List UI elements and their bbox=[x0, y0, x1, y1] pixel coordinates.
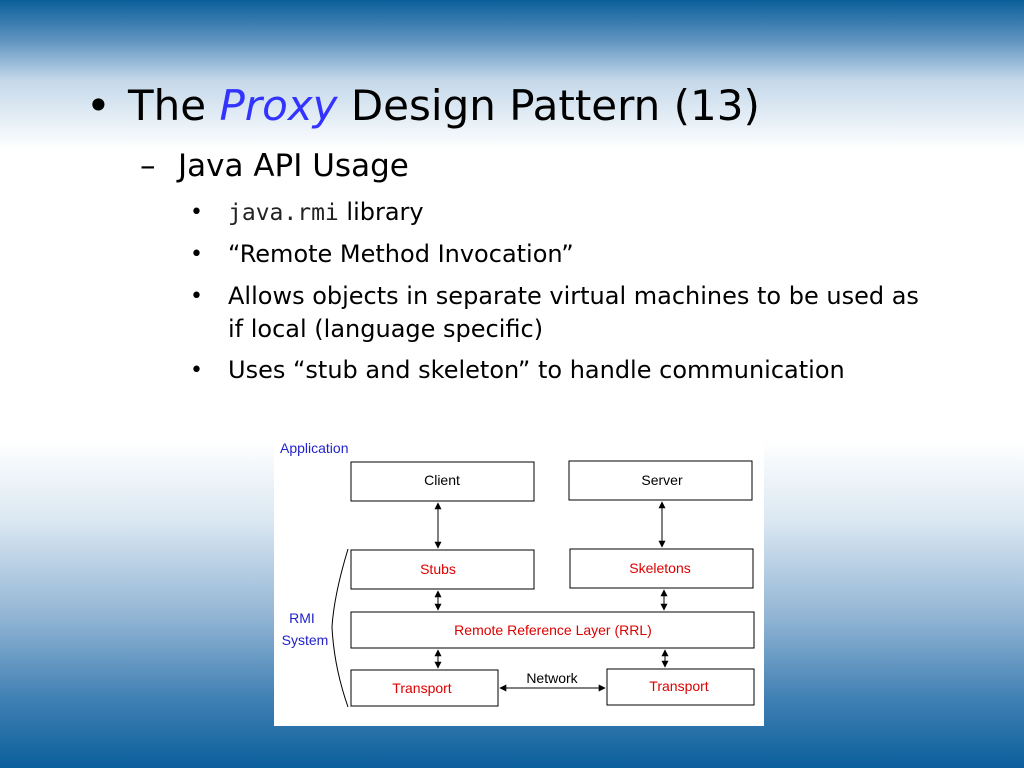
rmi-bracket bbox=[331, 548, 349, 708]
bullet-text-4: Uses “stub and skeleton” to handle commu… bbox=[228, 356, 845, 384]
rmi-diagram: Application Client Server Stubs Skeleton… bbox=[274, 427, 764, 726]
stubs-box bbox=[350, 549, 535, 590]
skeletons-label: Skeletons bbox=[629, 560, 690, 576]
bullet-1-rest: library bbox=[338, 198, 424, 226]
bullet-dot: • bbox=[190, 242, 203, 267]
transport-right-box bbox=[606, 668, 755, 706]
server-label: Server bbox=[641, 472, 683, 488]
title-prefix: The bbox=[128, 81, 220, 130]
bullet-dot: • bbox=[190, 200, 203, 225]
title-proxy-word: Proxy bbox=[219, 81, 338, 130]
bullet-dot: • bbox=[190, 284, 203, 309]
client-label: Client bbox=[424, 472, 460, 488]
transport-left-box bbox=[350, 669, 499, 707]
title-suffix: Design Pattern (13) bbox=[337, 81, 760, 130]
client-box bbox=[350, 461, 535, 502]
subtitle-text: Java API Usage bbox=[178, 148, 409, 184]
bullet-text-1: java.rmi library bbox=[228, 196, 928, 230]
server-box bbox=[568, 460, 753, 501]
bullet-text-3: Allows objects in separate virtual machi… bbox=[228, 282, 919, 343]
stubs-label: Stubs bbox=[420, 561, 456, 577]
code-java-rmi: java.rmi bbox=[228, 200, 339, 226]
skeletons-box bbox=[569, 548, 754, 589]
rrl-box bbox=[350, 611, 755, 649]
rmi-label: RMI bbox=[289, 610, 315, 626]
bullet-dot: • bbox=[86, 81, 111, 130]
bullet-text-2: “Remote Method Invocation” bbox=[228, 240, 574, 268]
dash-bullet: – bbox=[140, 148, 156, 184]
transport-left-label: Transport bbox=[392, 680, 452, 696]
network-label: Network bbox=[526, 670, 578, 686]
transport-right-label: Transport bbox=[649, 678, 709, 694]
application-label: Application bbox=[280, 440, 349, 456]
system-label: System bbox=[282, 632, 329, 648]
rmi-diagram-svg: Application Client Server Stubs Skeleton… bbox=[280, 440, 755, 708]
title-text: The Proxy Design Pattern (13) bbox=[128, 80, 760, 132]
bullet-dot: • bbox=[190, 358, 203, 383]
rrl-label: Remote Reference Layer (RRL) bbox=[454, 622, 652, 638]
